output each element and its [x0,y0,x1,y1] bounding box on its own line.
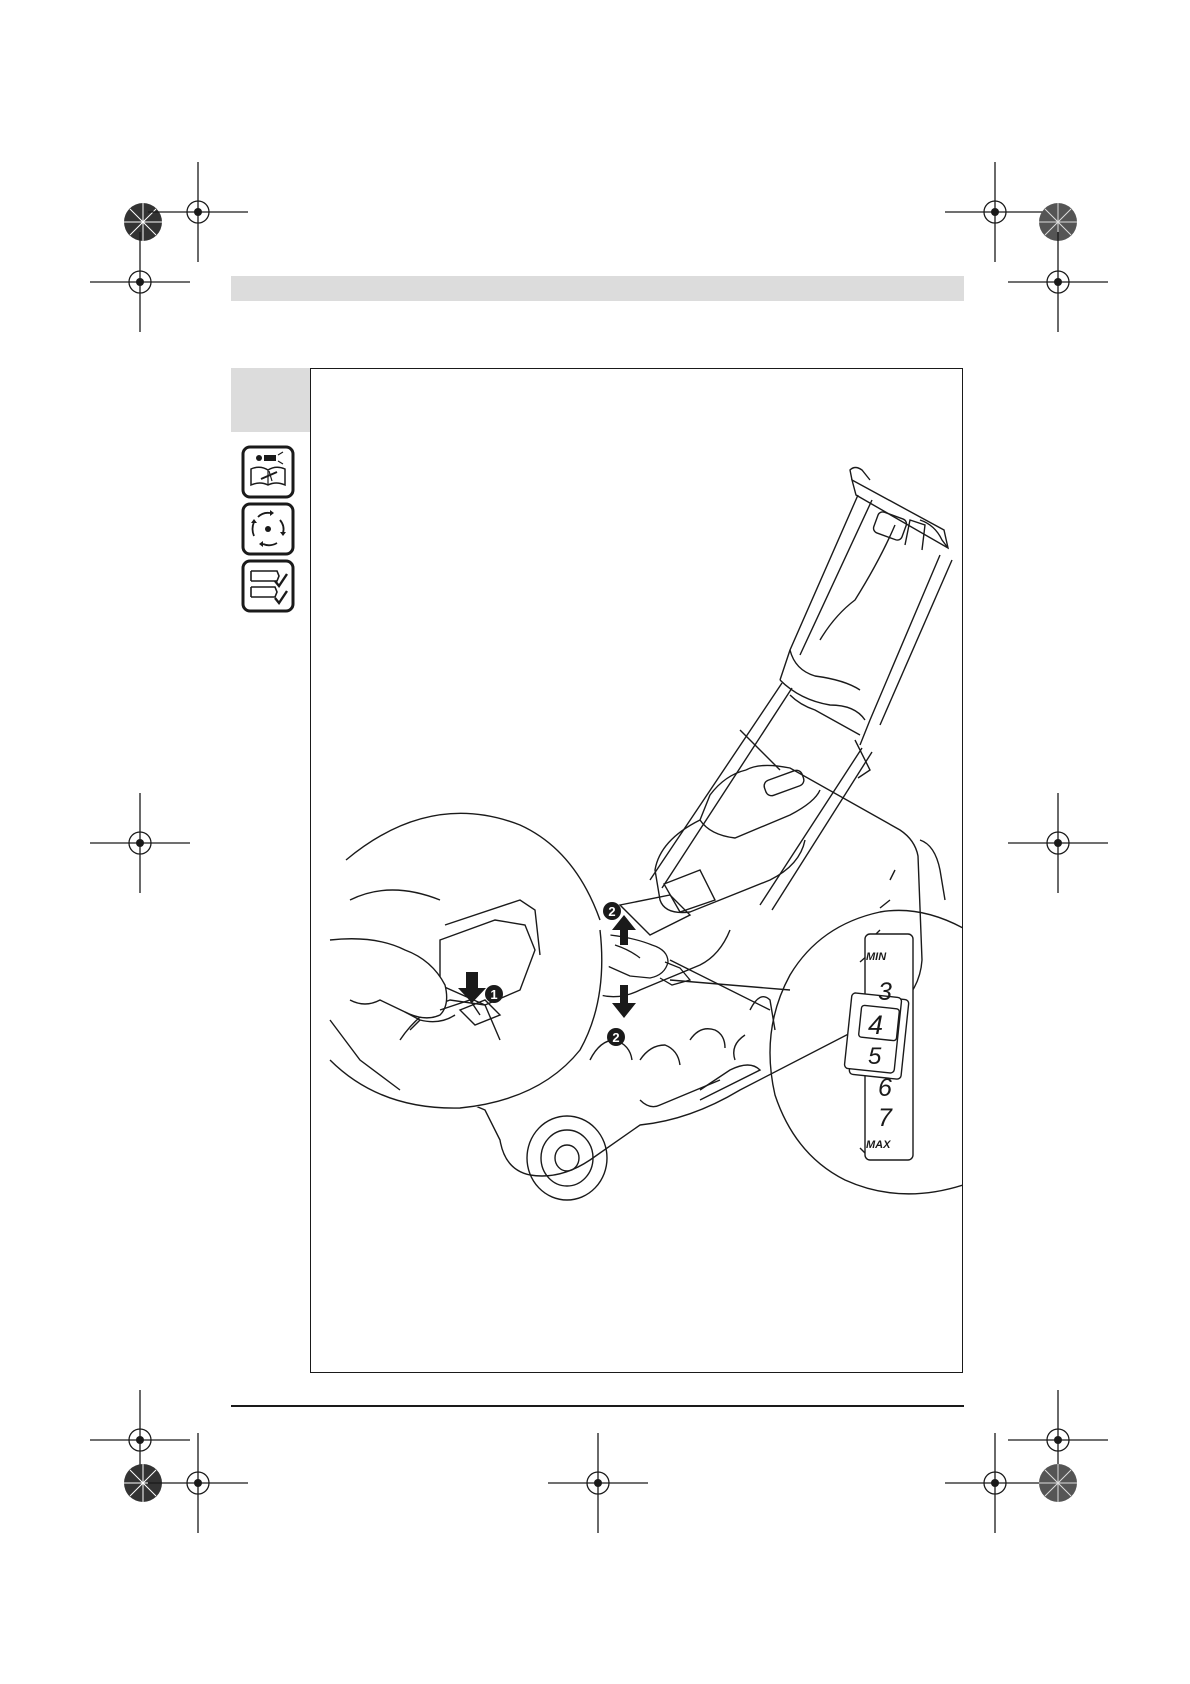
callout-2-push-label: 2 [612,1030,619,1045]
registration-mark-bottom-right-dial [1008,1433,1108,1533]
crosshair-mark-left-upper [90,232,190,332]
crosshair-mark-right-middle [1008,793,1108,893]
footer-rule [231,1405,964,1407]
callout-1-label: 1 [490,987,497,1002]
scale-value-6: 6 [878,1074,892,1102]
scale-value-3: 3 [878,978,892,1006]
scale-max-label: MAX [866,1139,891,1151]
scale-value-7: 7 [878,1104,893,1132]
scale-value-5: 5 [868,1043,882,1070]
crosshair-mark-bottom-center [548,1433,648,1533]
arrow-down-push [612,985,636,1018]
arrow-up-lift [612,915,636,945]
header-band [231,276,964,301]
crosshair-mark-left-middle [90,793,190,893]
checklist-icon [241,559,295,613]
left-inset-zoom [330,809,611,1110]
lawnmower-cutting-height-illustration: MIN 3 4 5 6 7 MAX 1 2 2 [310,368,963,1373]
mower-handle [780,468,952,746]
height-scale-inset [670,910,963,1194]
crosshair-mark-right-upper [1008,232,1108,332]
scale-min-label: MIN [866,951,887,963]
crosshair-mark-bottom-left [148,1433,248,1533]
manual-read-icon [241,445,295,499]
callout-2-lift-label: 2 [608,904,615,919]
section-tab [231,368,310,432]
blade-rotation-icon [241,502,295,556]
scale-value-4: 4 [868,1010,883,1040]
